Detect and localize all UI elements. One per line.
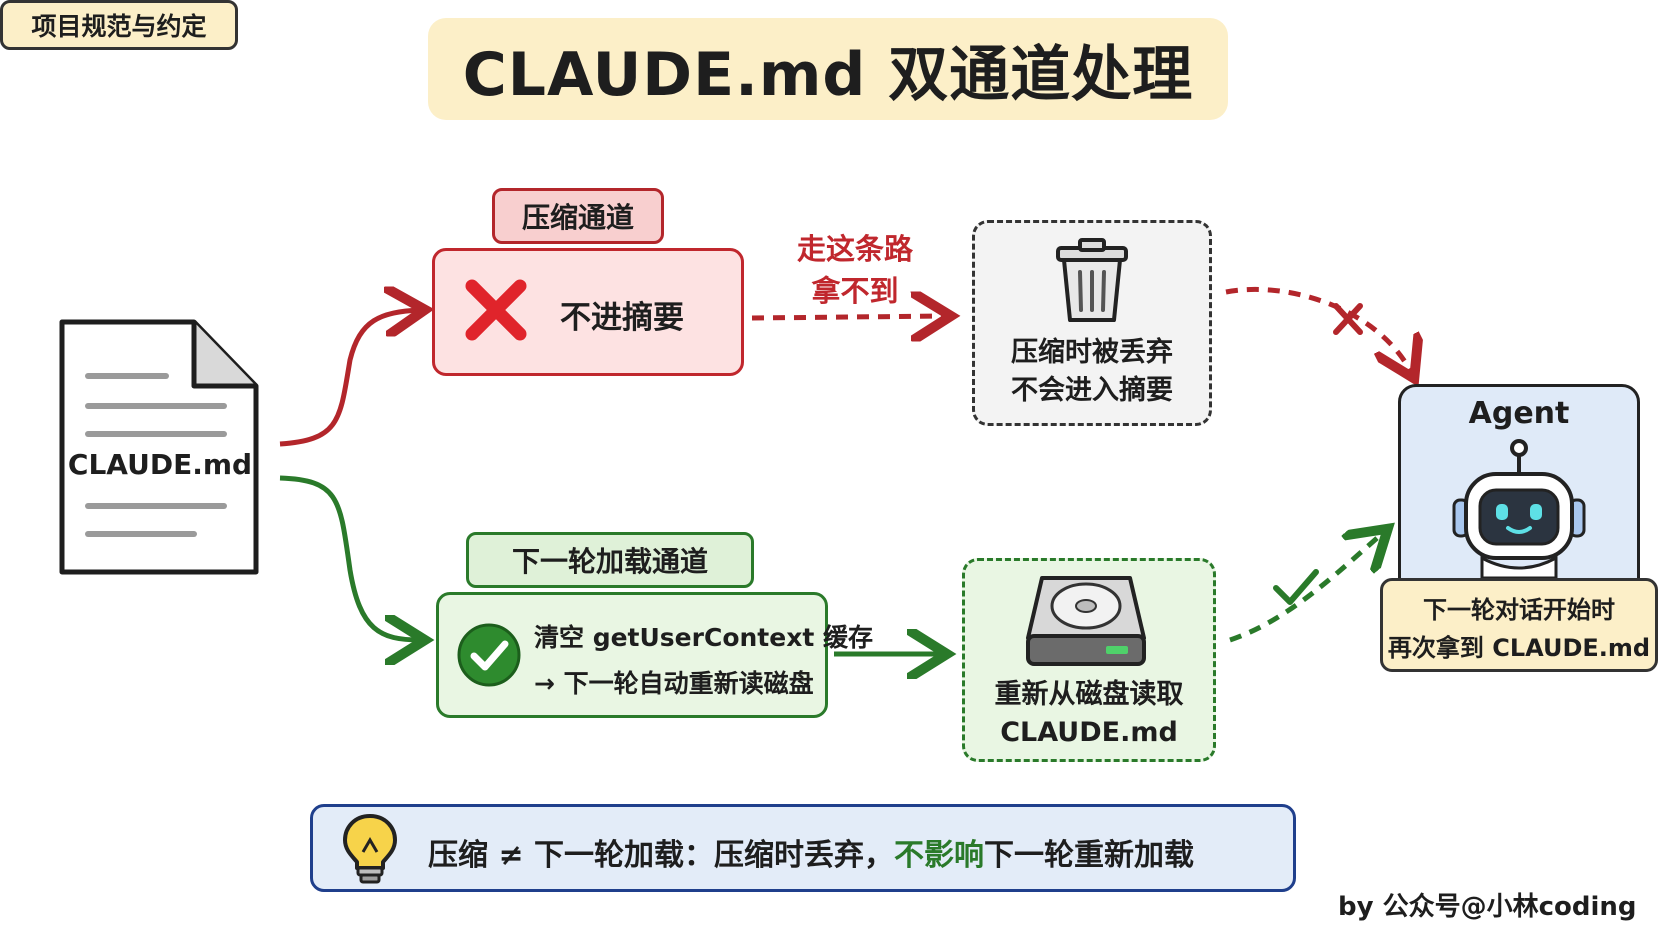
note-box — [310, 804, 1296, 892]
credit-text: by 公众号@小林coding — [1338, 892, 1637, 922]
disk-line2: CLAUDE.md — [1000, 717, 1178, 748]
agent-title: Agent — [1468, 396, 1570, 431]
arrow-compress-to-trash — [751, 316, 946, 318]
document-label: CLAUDE.md — [67, 448, 253, 481]
document-caption: 项目规范与约定 — [0, 0, 238, 50]
load-channel-tag: 下一轮加载通道 — [466, 532, 754, 588]
agent-caption-line1: 下一轮对话开始时 — [1423, 596, 1615, 624]
lightbulb-icon — [343, 814, 397, 884]
document-icon — [59, 319, 259, 575]
note-part2: 下一轮重新加载 — [984, 838, 1195, 873]
discard-text: 压缩时被丢弃 不会进入摘要 — [972, 334, 1212, 410]
arrow-trash-to-agent — [1225, 286, 1412, 374]
red-path-caption: 走这条路 拿不到 — [770, 228, 940, 312]
note-highlight: 不影响 — [894, 838, 985, 873]
cross-icon — [465, 279, 527, 341]
agent-caption-line2: 再次拿到 CLAUDE.md — [1387, 634, 1651, 662]
hard-disk-icon — [1026, 576, 1146, 666]
discard-line2: 不会进入摘要 — [1011, 375, 1173, 406]
title-box: CLAUDE.md 双通道处理 — [428, 18, 1228, 120]
arrow-doc-to-compress — [279, 310, 420, 447]
note-text: 压缩 ≠ 下一轮加载：压缩时丢弃，不影响下一轮重新加载 — [428, 830, 1194, 874]
robot-icon — [1452, 439, 1586, 578]
success-check-icon — [1273, 569, 1319, 605]
compress-channel-tag: 压缩通道 — [492, 188, 664, 244]
trash-icon — [1056, 238, 1128, 322]
red-caption-line1: 走这条路 — [796, 232, 913, 266]
disk-read-text: 重新从磁盘读取 CLAUDE.md — [962, 676, 1216, 752]
compress-channel-text: 不进摘要 — [560, 300, 684, 336]
disk-line1: 重新从磁盘读取 — [994, 679, 1184, 710]
check-circle-icon — [457, 623, 521, 687]
agent-caption-box — [1380, 578, 1658, 672]
load-channel-line2: → 下一轮自动重新读磁盘 — [534, 669, 814, 698]
red-caption-line2: 拿不到 — [811, 274, 899, 308]
note-part1: 压缩 ≠ 下一轮加载：压缩时丢弃， — [428, 838, 895, 873]
page-title: CLAUDE.md 双通道处理 — [462, 39, 1194, 110]
blocked-x-icon — [1333, 303, 1363, 335]
load-channel-line1: 清空 getUserContext 缓存 — [534, 623, 873, 652]
compress-channel-box — [432, 248, 744, 376]
arrow-doc-to-load — [279, 475, 420, 640]
arrow-disk-to-agent — [1229, 532, 1384, 643]
discard-line1: 压缩时被丢弃 — [1011, 337, 1173, 368]
